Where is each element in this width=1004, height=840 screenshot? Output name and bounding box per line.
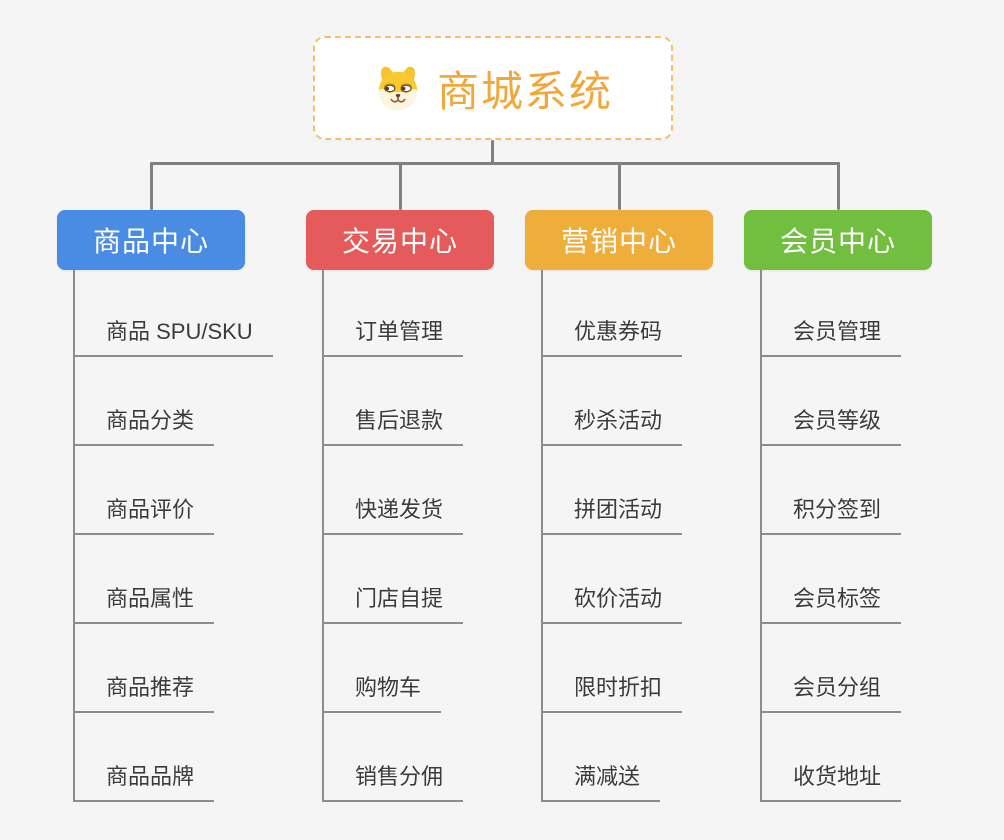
leaf-node-marketing-center-0[interactable]: 优惠券码 [541,315,683,357]
trunk-line-product-center [73,270,75,800]
leaf-node-marketing-center-1[interactable]: 秒杀活动 [541,404,683,446]
leaf-node-member-center-4[interactable]: 会员分组 [760,671,902,713]
leaf-node-marketing-center-2[interactable]: 拼团活动 [541,493,683,535]
branch-node-marketing-center[interactable]: 营销中心 [525,210,713,270]
leaf-node-trade-center-1[interactable]: 售后退款 [322,404,464,446]
trunk-line-marketing-center [541,270,543,800]
leaf-node-trade-center-4[interactable]: 购物车 [322,671,442,713]
leaf-node-member-center-3[interactable]: 会员标签 [760,582,902,624]
leaf-node-product-center-5[interactable]: 商品品牌 [73,760,215,802]
root-node[interactable]: 商城系统 [313,36,673,140]
leaf-node-member-center-0[interactable]: 会员管理 [760,315,902,357]
root-title: 商城系统 [436,67,613,115]
leaf-node-product-center-1[interactable]: 商品分类 [73,404,215,446]
leaf-node-trade-center-5[interactable]: 销售分佣 [322,760,464,802]
leaf-node-marketing-center-3[interactable]: 砍价活动 [541,582,683,624]
drop-connector-line [398,162,402,210]
drop-connector-line [836,162,840,210]
trunk-line-trade-center [322,270,324,800]
root-connector-line [491,140,494,164]
shiba-dog-icon [378,66,418,111]
leaf-node-product-center-3[interactable]: 商品属性 [73,582,215,624]
drop-connector-line [149,162,153,210]
leaf-node-trade-center-0[interactable]: 订单管理 [322,315,464,357]
leaf-node-member-center-2[interactable]: 积分签到 [760,493,902,535]
leaf-node-trade-center-3[interactable]: 门店自提 [322,582,464,624]
trunk-line-member-center [760,270,762,800]
leaf-node-trade-center-2[interactable]: 快递发货 [322,493,464,535]
branch-node-trade-center[interactable]: 交易中心 [306,210,494,270]
leaf-node-marketing-center-4[interactable]: 限时折扣 [541,671,683,713]
branch-node-member-center[interactable]: 会员中心 [744,210,932,270]
leaf-node-product-center-4[interactable]: 商品推荐 [73,671,215,713]
leaf-node-product-center-0[interactable]: 商品 SPU/SKU [73,315,273,357]
branch-node-product-center[interactable]: 商品中心 [57,210,245,270]
leaf-node-member-center-5[interactable]: 收货地址 [760,760,902,802]
leaf-node-product-center-2[interactable]: 商品评价 [73,493,215,535]
horizontal-connector-line [150,162,840,165]
leaf-node-marketing-center-5[interactable]: 满减送 [541,760,661,802]
leaf-node-member-center-1[interactable]: 会员等级 [760,404,902,446]
drop-connector-line [617,162,621,210]
